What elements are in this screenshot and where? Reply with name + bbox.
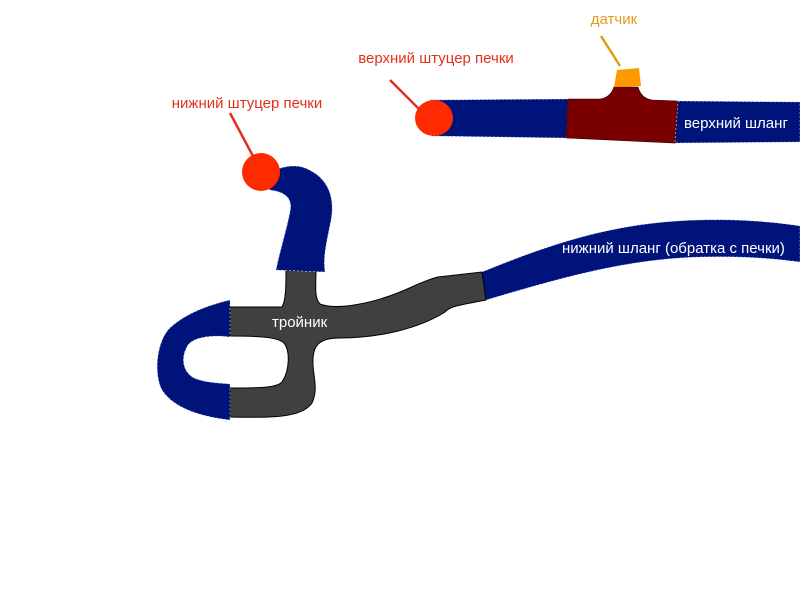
upper-hose-label: верхний шланг (684, 115, 788, 132)
sensor-label: датчик (591, 11, 638, 28)
tee (229, 269, 487, 418)
upper-hose-right (674, 100, 800, 144)
tee-label: тройник (272, 314, 328, 331)
lower-heater-fitting (242, 153, 280, 191)
lower-fitting-label: нижний штуцер печки (172, 95, 322, 112)
lower-fitting-hose (257, 165, 333, 273)
lower-fitting-leader (228, 112, 256, 159)
lower-hose (481, 219, 800, 301)
sensor-leader (599, 35, 622, 67)
sensor (614, 68, 641, 87)
upper-heater-fitting (415, 100, 453, 136)
upper-fitting-label: верхний штуцер печки (358, 50, 514, 67)
upper-tee (565, 86, 679, 144)
upper-fitting-leader (389, 79, 421, 111)
loop-hose (156, 299, 231, 421)
lower-hose-label: нижний шланг (обратка с печки) (562, 240, 785, 257)
